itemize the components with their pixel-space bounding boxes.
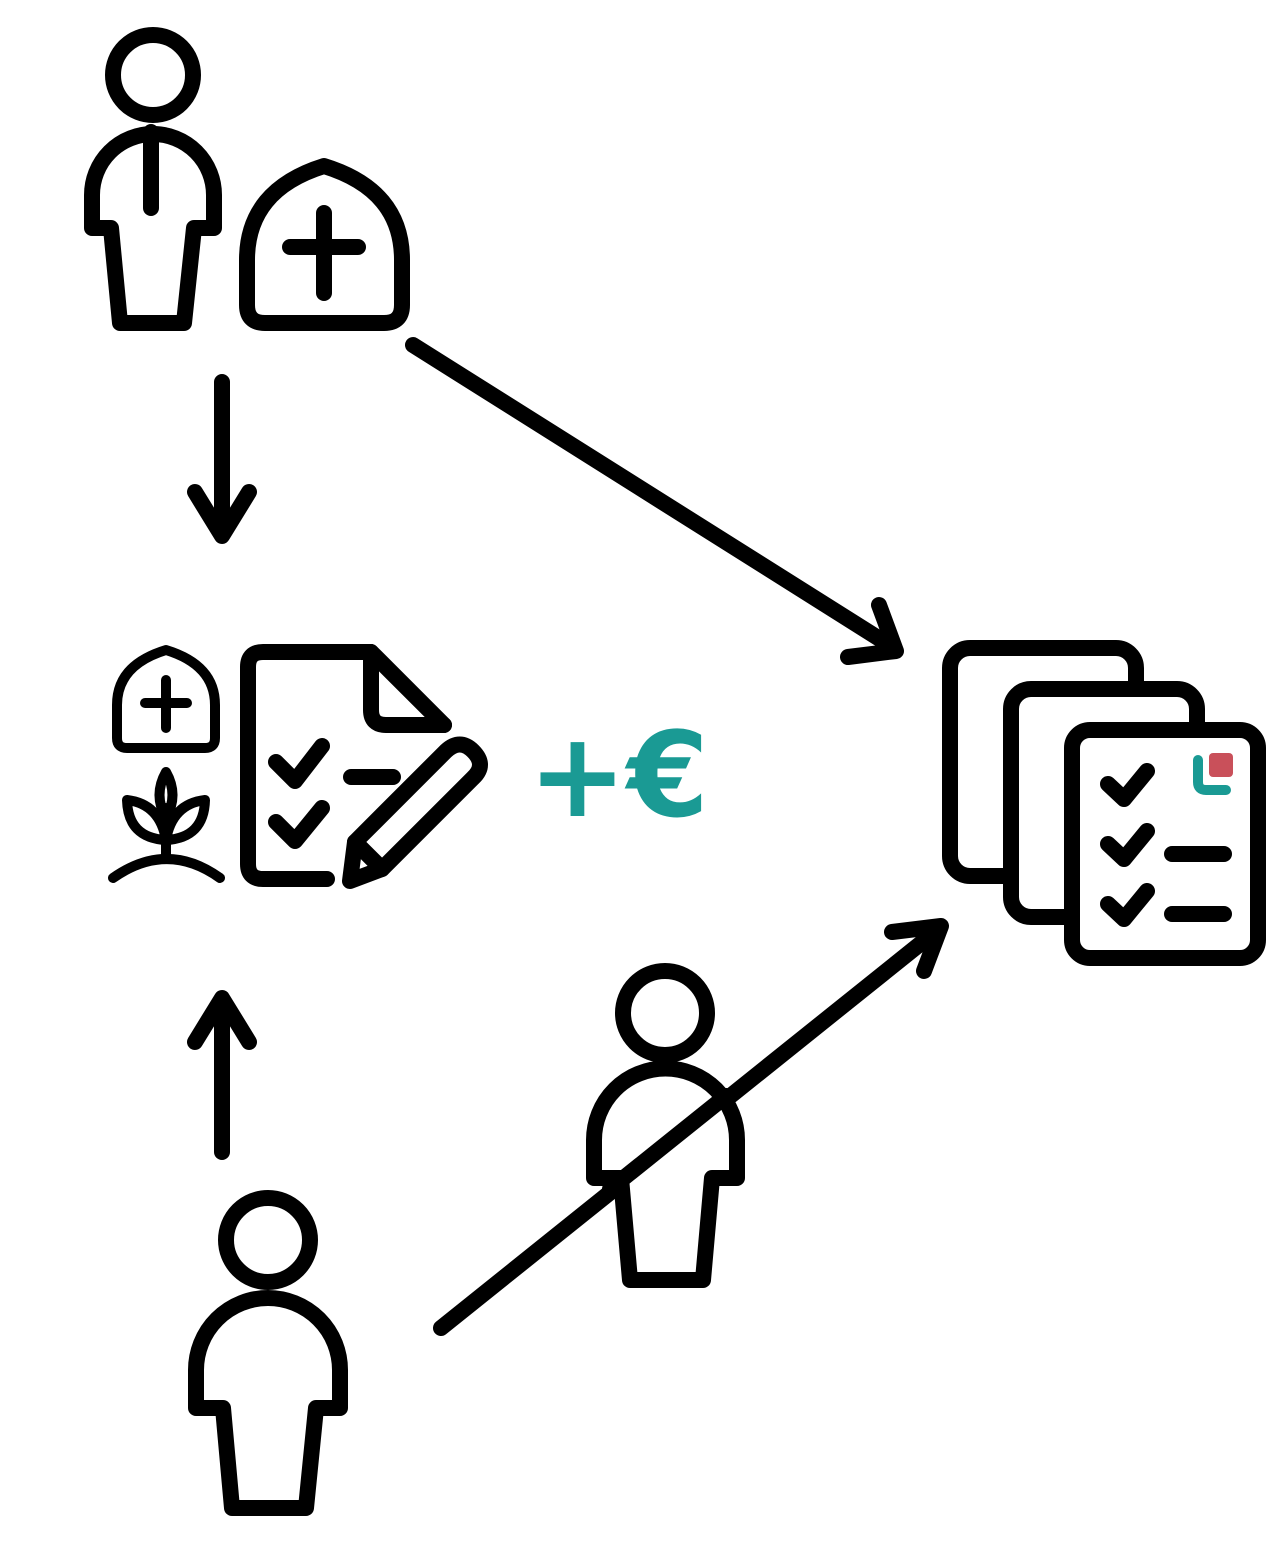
brand-logo-icon	[1193, 753, 1233, 795]
arrow-overlap-segment	[602, 1088, 734, 1197]
doctor-icon	[84, 27, 222, 331]
contract-group: +€	[108, 644, 709, 889]
signed-document-icon	[240, 644, 452, 887]
plant-sprout-icon	[108, 767, 225, 883]
person-icon	[586, 963, 745, 1288]
arrow-diagonal-down-right-icon	[405, 337, 904, 665]
stacked-checklist-documents-icon	[942, 640, 1266, 966]
bonus-euro-label: +€	[528, 706, 709, 844]
hospital-plus-icon	[112, 645, 220, 753]
person-icon	[188, 1190, 348, 1516]
pencil-icon	[342, 736, 488, 889]
arrow-down-icon	[187, 374, 257, 544]
hospital-plus-icon	[239, 158, 410, 331]
arrow-up-icon	[187, 990, 257, 1160]
